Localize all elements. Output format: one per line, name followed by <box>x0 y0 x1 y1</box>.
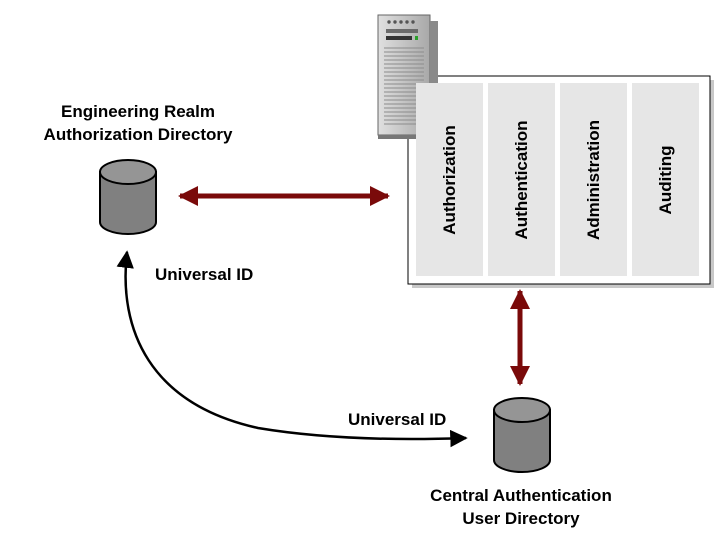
engineering-database-icon <box>99 159 157 235</box>
universal-id-label-bottom: Universal ID <box>348 410 447 429</box>
central-database-icon <box>493 397 551 473</box>
central-title-line1: Central Authentication <box>430 486 612 505</box>
column-label-administration: Administration <box>583 119 603 240</box>
engineering-title-line1: Engineering Realm <box>61 102 215 121</box>
column-label-auditing: Auditing <box>655 145 675 214</box>
central-directory-title: Central Authentication User Directory <box>392 484 650 530</box>
universal-id-label-top: Universal ID <box>155 265 254 284</box>
engineering-title-line2: Authorization Directory <box>43 125 233 144</box>
engineering-directory-title: Engineering Realm Authorization Director… <box>20 100 256 146</box>
column-label-authorization: Authorization <box>439 124 459 235</box>
column-label-authentication: Authentication <box>511 120 531 239</box>
panel-column-authentication: Authentication <box>488 83 555 276</box>
panel-column-auditing: Auditing <box>632 83 699 276</box>
universal-id-curved-arrow <box>116 250 468 448</box>
panel-column-authorization: Authorization <box>416 83 483 276</box>
central-title-line2: User Directory <box>462 509 580 528</box>
panel-column-administration: Administration <box>560 83 627 276</box>
